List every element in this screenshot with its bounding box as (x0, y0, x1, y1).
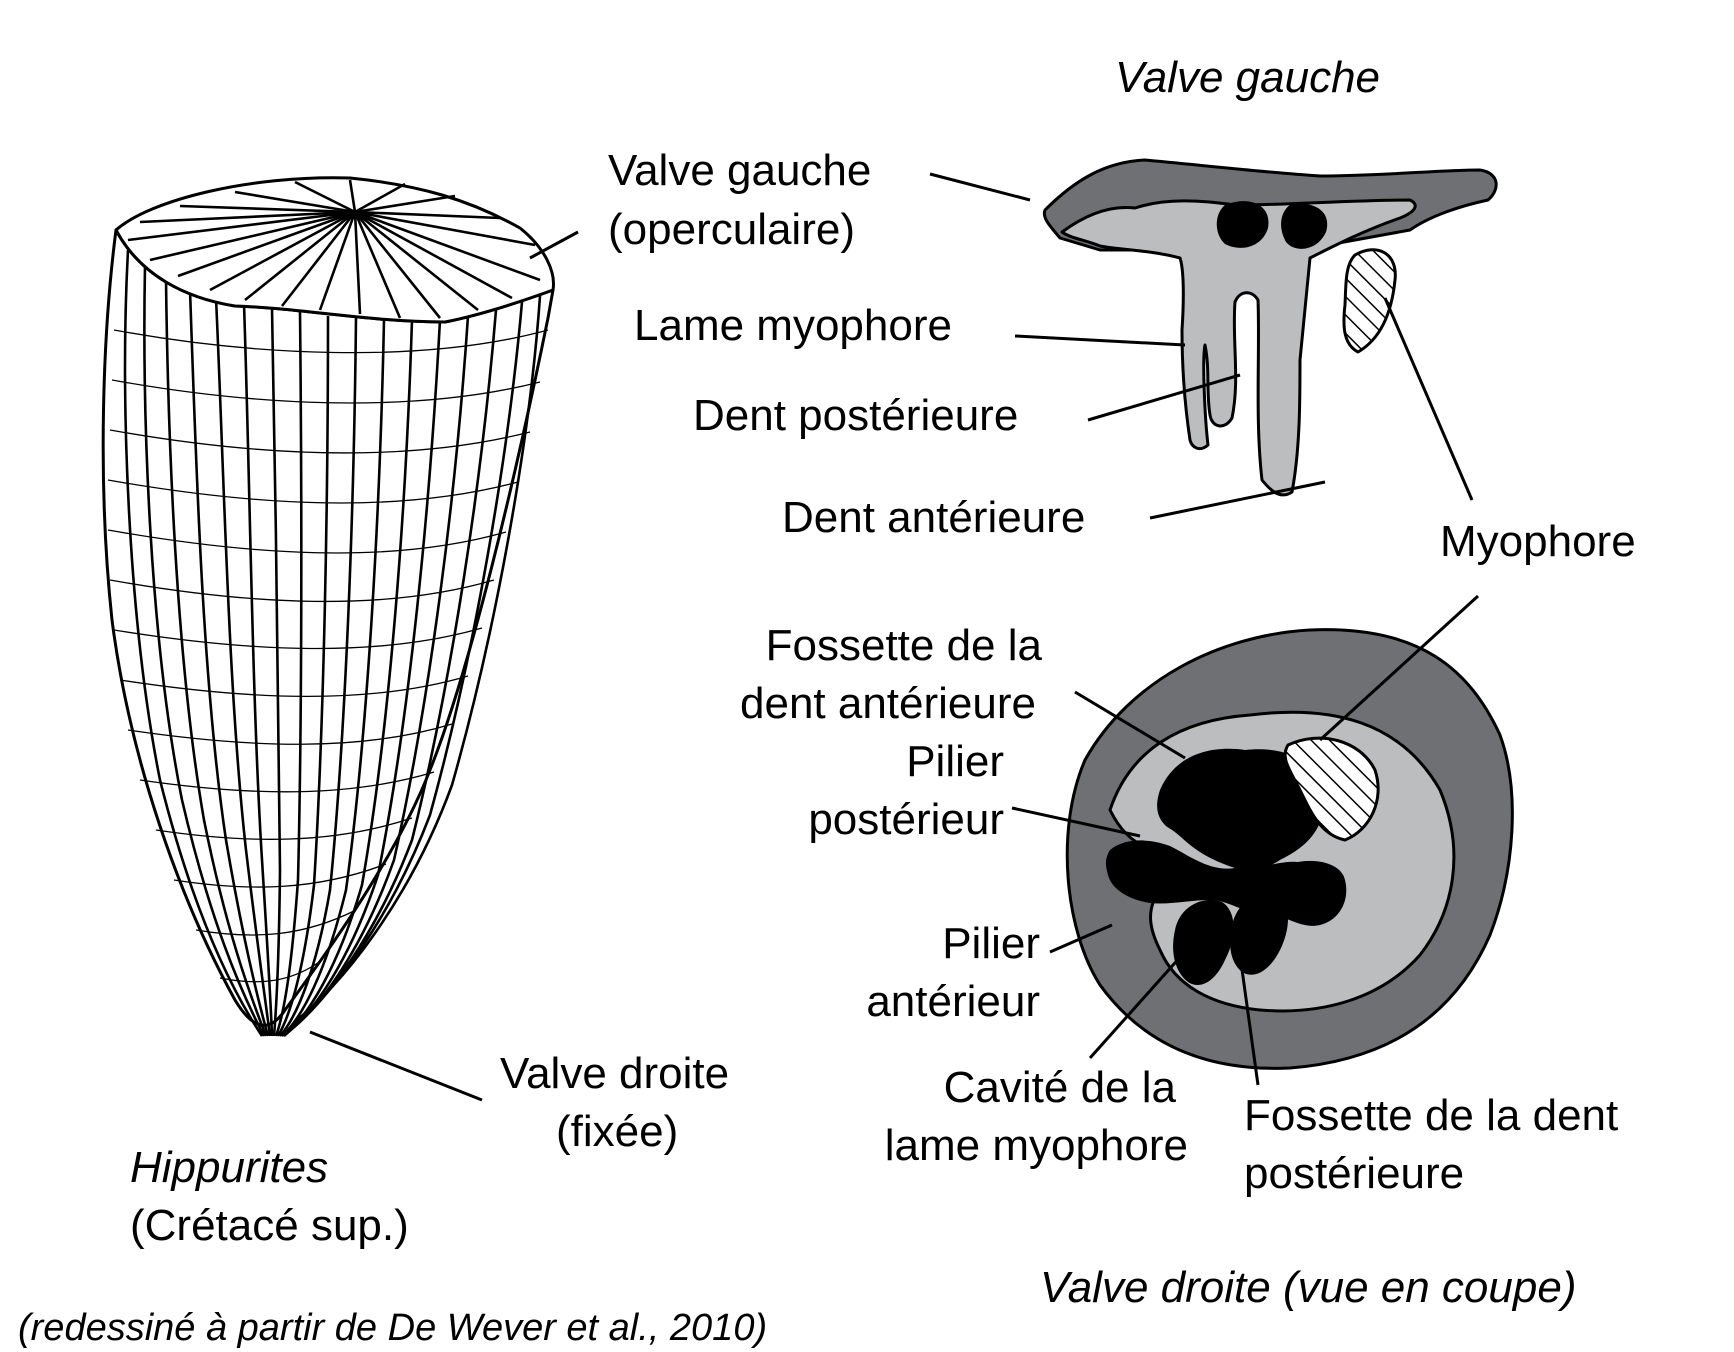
label-valve-droite: Valve droite (500, 1049, 729, 1098)
hippurites-shell (101, 176, 555, 1037)
right-valve-section (1065, 628, 1514, 1070)
label-dent-anterieure: Dent antérieure (782, 493, 1085, 542)
anterior-tooth-socket (1157, 748, 1325, 870)
left-valve-title: Valve gauche (1115, 53, 1380, 102)
text-labels: Valve gauche Valve gauche (operculaire) … (18, 53, 1636, 1349)
label-operculaire: (operculaire) (608, 205, 855, 254)
label-fossette-ant-2: dent antérieure (740, 679, 1036, 728)
label-fossette-post-2: postérieure (1244, 1149, 1464, 1198)
label-cavite-2: lame myophore (885, 1121, 1188, 1170)
left-valve-section (1042, 158, 1498, 497)
shell-ribs (123, 249, 542, 1037)
label-pilier-post-1: Pilier (906, 737, 1004, 786)
anterior-tooth-solid (1281, 203, 1328, 249)
label-pilier-post-2: postérieur (808, 795, 1004, 844)
myophore-hatched (1342, 248, 1397, 354)
leader-lines (309, 172, 1480, 1102)
label-pilier-ant-2: antérieur (866, 977, 1040, 1026)
label-lame-myophore: Lame myophore (634, 301, 952, 350)
left-valve-inner-shell (1060, 198, 1417, 497)
posterior-tooth-socket (1173, 899, 1234, 986)
label-fixee: (fixée) (556, 1107, 678, 1156)
label-dent-posterieure: Dent postérieure (693, 391, 1018, 440)
posterior-pillar-gap (1129, 815, 1182, 841)
label-valve-gauche: Valve gauche (608, 146, 871, 195)
label-pilier-ant-1: Pilier (942, 919, 1040, 968)
geologic-age: (Crétacé sup.) (130, 1201, 409, 1250)
credit-line: (redessiné à partir de De Wever et al., … (18, 1307, 767, 1349)
myophore-cavity (1230, 893, 1288, 975)
myophore-blob-solid (1105, 840, 1347, 926)
genus-name: Hippurites (130, 1143, 328, 1192)
label-cavite-1: Cavité de la (944, 1063, 1177, 1112)
top-valve-radials (127, 179, 541, 319)
posterior-tooth-solid (1216, 201, 1269, 248)
label-fossette-ant-1: Fossette de la (766, 621, 1043, 670)
label-fossette-post-1: Fossette de la dent (1244, 1091, 1618, 1140)
label-myophore: Myophore (1440, 517, 1636, 566)
right-valve-title: Valve droite (vue en coupe) (1040, 1263, 1576, 1312)
myophore-hatched (1283, 736, 1380, 842)
left-valve-top (114, 176, 555, 324)
growth-rings (107, 329, 549, 983)
